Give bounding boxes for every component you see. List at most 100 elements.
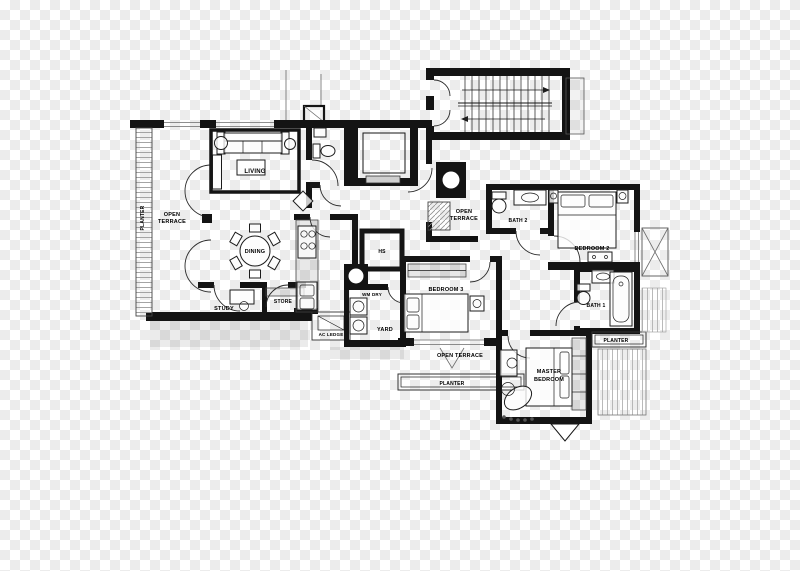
sofa-back (223, 132, 283, 142)
wall-segment (426, 236, 478, 242)
tv-console (212, 154, 222, 190)
study-store: STUDY STORE (198, 282, 306, 312)
wall-segment (130, 120, 164, 128)
terrace-door-arc (184, 190, 212, 218)
pillow (406, 297, 420, 313)
wall-segment (306, 182, 320, 188)
wall-segment (634, 266, 640, 334)
hs-shaft-wall (359, 228, 405, 272)
label-bedroom3: BEDROOM 3 (428, 287, 463, 293)
wall-segment (344, 120, 350, 186)
burner (300, 242, 308, 250)
wall-segment (400, 256, 406, 346)
nightstand (548, 189, 559, 204)
bedroom2: BEDROOM 2 (548, 184, 669, 277)
bed-single (403, 293, 469, 333)
washing-machine (349, 297, 368, 316)
open-terrace-left: OPEN TERRACE (158, 164, 212, 293)
label-planter-right: PLANTER (603, 338, 628, 344)
wc-door-arc (319, 184, 342, 207)
floor-dot (516, 418, 520, 422)
terrace-door-arc (184, 164, 212, 192)
lift-cab (362, 132, 406, 174)
chaise-cushion (501, 382, 515, 396)
stair-door-arc (433, 109, 451, 127)
label-living: LIVING (244, 169, 265, 175)
wall-segment (548, 184, 640, 190)
ac-ledge-east (641, 227, 669, 277)
store-door-arc (265, 284, 289, 308)
bedroom3-door-arc (469, 261, 491, 283)
wall-segment (548, 184, 554, 236)
lift-door (365, 175, 401, 184)
planter-left: PLANTER (135, 127, 153, 317)
roof-outline-lines (285, 70, 326, 124)
label-bath2: BATH 2 (509, 218, 528, 224)
label-open-terrace-left-1: OPEN (164, 212, 180, 218)
wall-segment (400, 256, 470, 262)
pillow (559, 351, 570, 375)
wall-segment (486, 228, 516, 234)
wall-segment (200, 120, 216, 128)
vanity-sink (521, 192, 539, 203)
wall-segment (344, 340, 406, 347)
yard: WM DRY YARD (344, 284, 406, 347)
terrace-paving (150, 321, 308, 347)
label-yard: YARD (377, 327, 393, 333)
burner (300, 230, 308, 238)
wall-segment (198, 282, 214, 288)
dining-chair (267, 255, 281, 271)
master-bedroom: MASTER BEDROOM (496, 330, 592, 442)
wall-segment (426, 68, 434, 80)
wall-segment (426, 96, 434, 110)
kitchen (294, 214, 358, 314)
wall-segment (352, 214, 358, 270)
cooktop (297, 225, 317, 259)
label-open-terrace-mid-2: TERRACE (450, 216, 478, 222)
pillow (559, 375, 570, 399)
wall-segment (426, 140, 432, 164)
label-planter-bottom: PLANTER (439, 381, 464, 387)
washing-machine-drum (352, 300, 365, 313)
stair-arrow-head (543, 87, 550, 93)
study-desk (229, 289, 255, 305)
label-bath1: BATH 1 (587, 303, 606, 309)
wc-basin (313, 127, 327, 138)
toilet-bowl (576, 291, 591, 305)
stair-annex (565, 77, 585, 135)
planter-inner-line (594, 334, 644, 345)
stair-door-arc (433, 79, 451, 97)
dining-table (239, 235, 271, 267)
entry-arrow (549, 423, 581, 442)
toilet-bowl (491, 198, 507, 214)
chaise-chair (503, 385, 533, 411)
staircase (426, 68, 585, 140)
terrace-planter-box (427, 201, 451, 231)
label-dining: DINING (245, 249, 265, 255)
dresser-knob (604, 255, 608, 259)
wall-segment (306, 120, 312, 160)
door-mullion (202, 214, 212, 223)
floor-dot (502, 415, 506, 419)
wall-segment (344, 284, 349, 346)
sink-basin (299, 284, 315, 297)
dryer-drum (352, 319, 365, 332)
wall-segment (294, 214, 310, 220)
shaft-drum (442, 171, 460, 189)
wall-segment (262, 282, 267, 312)
wall-segment (240, 282, 266, 288)
ac-unit-diagonal (317, 315, 345, 331)
ac-ledge-brace (641, 227, 669, 277)
label-ac-ledge: AC LEDGE (319, 332, 344, 337)
pillow (588, 194, 614, 208)
ledge-hatch-area (641, 287, 667, 333)
stair-treads (464, 76, 550, 132)
planter-right: PLANTER (591, 287, 667, 416)
label-open-terrace-mid-1: OPEN (456, 209, 472, 215)
lift (350, 120, 432, 186)
planter-box-right (591, 331, 647, 348)
sofa-seat (223, 140, 283, 154)
study-chair (239, 301, 249, 311)
wc-room (306, 120, 350, 207)
